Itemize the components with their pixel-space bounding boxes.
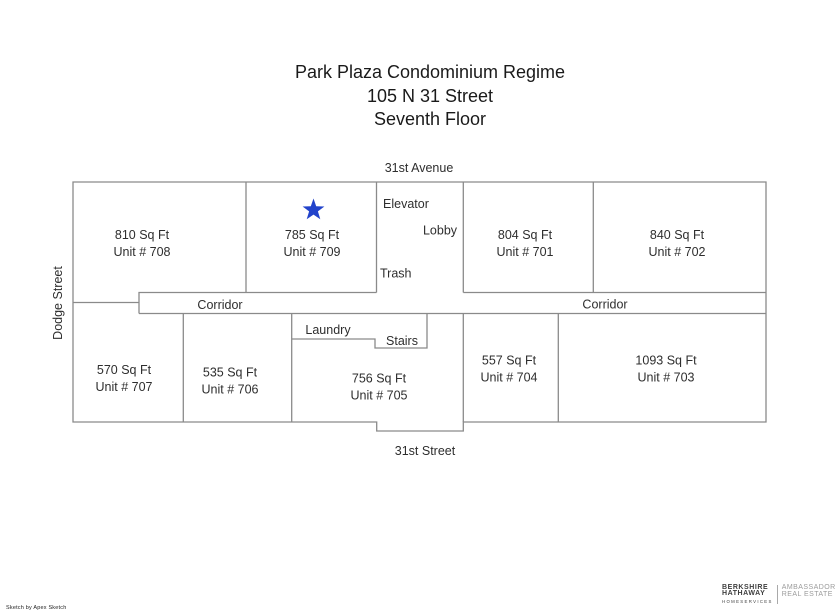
unit-707: 570 Sq Ft Unit # 707 [96,363,153,394]
street-label-bottom: 31st Street [395,444,456,458]
brand-logo: BERKSHIRE HATHAWAY HOMESERVICES AMBASSAD… [722,584,836,604]
trash-label: Trash [380,267,412,281]
title-line-building: Park Plaza Condominium Regime [294,62,566,82]
unit-705: 756 Sq Ft Unit # 705 [351,372,408,403]
street-label-left: Dodge Street [51,266,65,340]
unit-708: 810 Sq Ft Unit # 708 [114,228,171,259]
unit-703: 1093 Sq Ft Unit # 703 [635,354,697,385]
building-outline [72,181,767,432]
brand-name-line3: HOMESERVICES [722,598,773,604]
unit-701-area: 804 Sq Ft [498,228,553,242]
unit-706-number: Unit # 706 [202,383,259,397]
unit-702-area: 840 Sq Ft [650,228,705,242]
unit-703-area: 1093 Sq Ft [635,354,697,368]
title-line-floor: Seventh Floor [373,109,487,129]
unit-703-number: Unit # 703 [638,371,695,385]
unit-704-number: Unit # 704 [481,371,538,385]
interior-walls [73,182,766,422]
stairs-label: Stairs [386,334,418,348]
brand-ambassador-block: AMBASSADOR REAL ESTATE [781,584,836,598]
unit-704-area: 557 Sq Ft [482,354,537,368]
unit-709-number: Unit # 709 [284,245,341,259]
sketch-credit: Sketch by Apex Sketch [6,605,67,611]
unit-704: 557 Sq Ft Unit # 704 [481,354,538,385]
brand-berkshire-block: BERKSHIRE HATHAWAY HOMESERVICES [722,584,773,604]
unit-707-area: 570 Sq Ft [97,363,152,377]
unit-701: 804 Sq Ft Unit # 701 [497,228,554,259]
unit-706: 535 Sq Ft Unit # 706 [202,366,259,397]
laundry-label: Laundry [305,323,351,337]
star-icon [302,198,325,220]
unit-708-area: 810 Sq Ft [115,228,170,242]
page-title: Park Plaza Condominium Regime 105 N 31 S… [20,61,840,132]
corridor-left-label: Corridor [197,298,242,312]
corridor-right-label: Corridor [582,298,627,312]
brand-name-line2: HATHAWAY [722,590,766,598]
brand-divider [777,585,779,604]
unit-708-number: Unit # 708 [114,245,171,259]
title-line-address: 105 N 31 Street [366,85,494,106]
unit-706-area: 535 Sq Ft [203,366,258,380]
brand-partner-line2: REAL ESTATE [781,590,833,598]
unit-702-number: Unit # 702 [649,245,706,259]
street-label-top: 31st Avenue [385,161,454,175]
elevator-label: Elevator [383,197,429,211]
brand-name-line1: BERKSHIRE [722,584,769,591]
unit-705-area: 756 Sq Ft [352,372,407,386]
unit-701-number: Unit # 701 [497,245,554,259]
brand-partner-line1: AMBASSADOR [781,584,836,591]
unit-709: 785 Sq Ft Unit # 709 [284,228,341,259]
unit-707-number: Unit # 707 [96,380,153,394]
unit-702: 840 Sq Ft Unit # 702 [649,228,706,259]
lobby-label: Lobby [423,224,458,238]
unit-705-number: Unit # 705 [351,389,408,403]
unit-709-area: 785 Sq Ft [285,228,340,242]
